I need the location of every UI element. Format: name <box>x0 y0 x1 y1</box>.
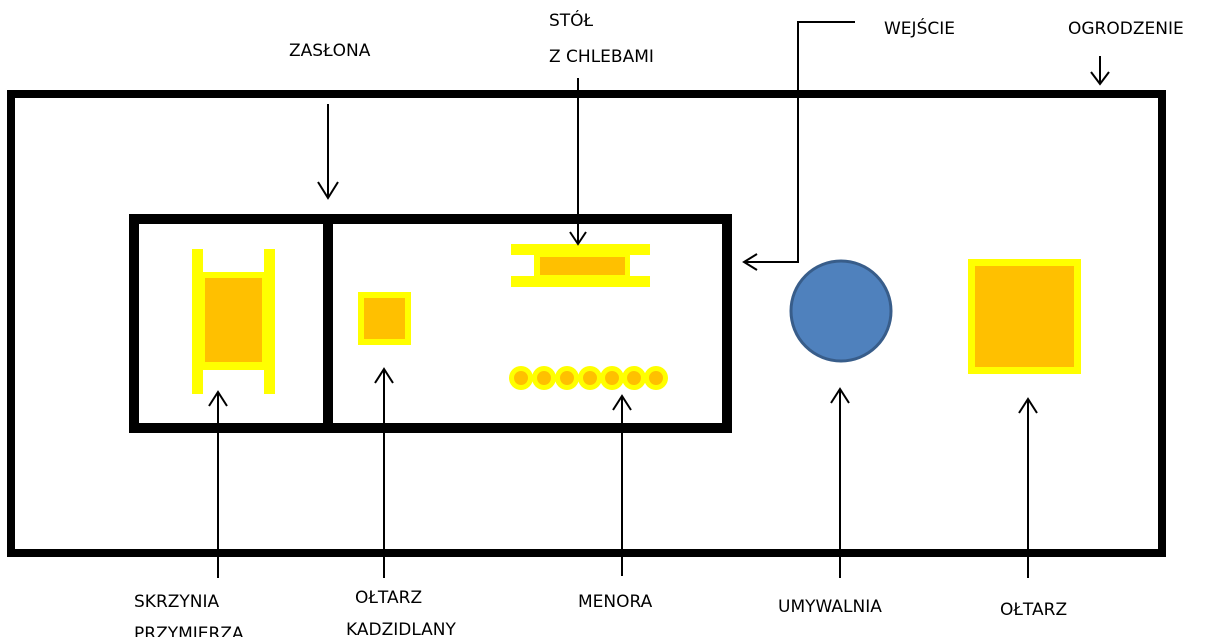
fence-arrow <box>1090 56 1110 86</box>
label-incense-altar-line1: OŁTARZ <box>355 588 422 608</box>
table-arrow <box>569 78 587 246</box>
tent-outline <box>129 214 732 433</box>
label-ark-line2: PRZYMIERZA <box>134 624 244 637</box>
burnt-offering-altar <box>968 259 1081 374</box>
pointer-arrows <box>208 21 1110 578</box>
label-table-line1: STÓŁ <box>549 9 594 31</box>
showbread-table <box>511 244 650 287</box>
label-courtyard: OGRODZENIE <box>1068 19 1184 39</box>
ark-of-covenant <box>192 249 275 394</box>
label-table-line2: Z CHLEBAMI <box>549 47 654 67</box>
ark-arrow <box>208 390 228 578</box>
label-curtain: ZASŁONA <box>289 41 371 61</box>
label-incense-altar-line2: KADZIDLANY <box>346 620 457 637</box>
curtain-arrow <box>317 104 339 200</box>
entrance-arrow <box>742 21 855 271</box>
menorah <box>509 366 668 390</box>
incense-altar-arrow <box>374 367 394 578</box>
label-laver: UMYWALNIA <box>778 597 882 617</box>
laver <box>789 259 893 363</box>
menorah-arrow <box>612 394 632 576</box>
altar-arrow <box>1018 397 1038 578</box>
courtyard-fence <box>7 90 1166 557</box>
incense-altar <box>358 292 411 345</box>
label-entrance: WEJŚCIE <box>884 17 955 39</box>
label-menorah: MENORA <box>578 592 653 612</box>
laver-arrow <box>830 387 850 578</box>
label-ark-line1: SKRZYNIA <box>134 592 220 612</box>
label-altar: OŁTARZ <box>1000 600 1067 620</box>
